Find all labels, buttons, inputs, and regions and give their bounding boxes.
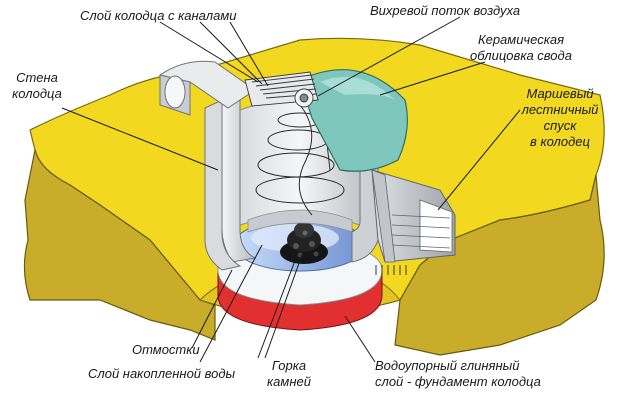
label-well-wall-line1: Стена [16,70,58,85]
channel-layer-fins [244,71,319,108]
label-well-layer-channels: Слой колодца с каналами [80,8,237,23]
label-ceramic-lining: Керамическая облицовка свода [456,32,586,64]
label-ceramic-lining-line1: Керамическая [477,32,565,47]
label-stair-descent-line4: в колодец [530,134,590,149]
ground-side-right [394,174,605,356]
label-stone-hill: Горка камней [254,358,324,390]
ground-side-left [23,149,216,341]
leader-lines [61,16,521,363]
label-stair-descent-line3: спуск [543,118,577,133]
label-stone-hill-line1: Горка [271,358,307,373]
stair-descent [371,169,456,275]
label-clay-layer: Водоупорный глиняный слой - фундамент ко… [375,358,541,390]
label-clay-layer-line1: Водоупорный глиняный [375,358,520,373]
label-accumulated-water-layer: Слой накопленной воды [88,366,236,381]
stone-hill [280,222,328,264]
label-blind-area: Отмостки [132,342,200,357]
well-wall-outer [204,99,242,271]
label-stair-descent-line2: лестничный [521,102,599,117]
vortex-air-flow-lines [255,99,345,216]
label-clay-layer-line2: слой - фундамент колодца [375,374,541,389]
channel-pipe [158,60,256,116]
ceramic-dome-highlight [320,76,395,100]
label-stair-descent: Маршевый лестничный спуск в колодец [510,86,610,150]
label-well-wall-line2: колодца [12,86,62,101]
label-stone-hill-line2: камней [267,374,311,389]
label-ceramic-lining-line2: облицовка свода [470,48,572,63]
label-well-wall: Стена колодца [4,70,70,102]
label-vortex-air-flow: Вихревой поток воздуха [370,3,521,18]
label-stair-descent-line1: Маршевый [526,86,594,101]
